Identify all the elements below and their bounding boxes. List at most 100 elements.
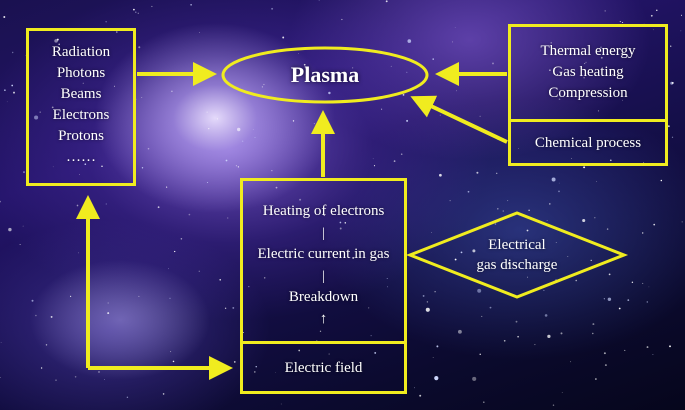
- star: [680, 30, 682, 32]
- star: [23, 171, 25, 174]
- star: [84, 163, 87, 166]
- star: [172, 360, 175, 363]
- star: [22, 225, 24, 227]
- star: [671, 81, 674, 84]
- star: [98, 371, 100, 373]
- star: [606, 228, 609, 230]
- star: [374, 351, 377, 354]
- source-electrons: Electrons: [52, 107, 110, 123]
- star: [496, 172, 498, 174]
- star: [171, 90, 173, 93]
- star: [105, 21, 107, 23]
- plasma-node-outline: [221, 46, 429, 104]
- star: [8, 227, 12, 232]
- star: [292, 120, 295, 122]
- star: [575, 279, 577, 282]
- star: [543, 289, 545, 291]
- star: [74, 376, 77, 378]
- gas-heating-label: Gas heating: [552, 64, 624, 80]
- star: [552, 404, 555, 406]
- star: [631, 281, 634, 283]
- star: [570, 361, 572, 363]
- star: [667, 125, 670, 128]
- star: [585, 61, 587, 63]
- star: [263, 83, 265, 86]
- star: [282, 36, 285, 39]
- star: [261, 86, 263, 88]
- star: [328, 91, 331, 95]
- star: [534, 344, 536, 346]
- star: [162, 393, 165, 395]
- star: [31, 299, 34, 302]
- star: [35, 314, 37, 317]
- star: [502, 210, 505, 212]
- star: [460, 251, 463, 254]
- star: [56, 38, 59, 41]
- star: [381, 108, 383, 110]
- star: [216, 118, 218, 120]
- star: [528, 209, 530, 211]
- star: [660, 179, 663, 182]
- star: [619, 21, 621, 23]
- star: [426, 301, 429, 303]
- star: [219, 279, 221, 281]
- star: [141, 97, 143, 98]
- star: [449, 200, 451, 202]
- star: [414, 387, 415, 389]
- star: [126, 396, 129, 398]
- thermal-energy-label: Thermal energy: [540, 43, 636, 59]
- star: [52, 166, 54, 168]
- star: [298, 349, 301, 352]
- star: [434, 291, 436, 293]
- star: [116, 31, 118, 33]
- star: [642, 282, 644, 284]
- star: [237, 166, 240, 168]
- star: [385, 0, 388, 3]
- discharge-diamond-outline: [405, 211, 629, 299]
- star: [263, 277, 266, 279]
- star: [583, 77, 585, 79]
- star: [352, 256, 355, 259]
- star: [627, 299, 630, 301]
- star: [303, 63, 306, 66]
- star: [50, 315, 53, 318]
- star: [3, 16, 6, 18]
- star: [436, 345, 439, 348]
- star: [237, 127, 241, 132]
- star: [78, 174, 80, 175]
- star: [227, 217, 229, 219]
- star: [341, 18, 343, 21]
- star: [503, 339, 506, 342]
- star: [592, 332, 594, 335]
- star: [352, 67, 354, 69]
- star: [618, 307, 621, 310]
- star: [407, 39, 412, 43]
- star: [454, 258, 457, 261]
- star: [494, 223, 497, 225]
- star: [607, 297, 612, 302]
- star: [406, 119, 409, 122]
- star: [472, 376, 477, 381]
- star: [386, 278, 388, 279]
- star: [555, 242, 557, 243]
- star: [368, 307, 370, 309]
- gas-discharge-node: Electrical gas discharge: [410, 232, 624, 278]
- star: [147, 147, 150, 150]
- star: [406, 71, 408, 73]
- star: [319, 330, 322, 332]
- star: [624, 349, 626, 351]
- source-photons: Photons: [56, 65, 106, 81]
- star: [198, 270, 200, 272]
- star: [656, 9, 658, 12]
- star: [556, 73, 559, 76]
- source-beams: Beams: [60, 86, 102, 102]
- star: [600, 56, 603, 59]
- star: [612, 74, 614, 76]
- star: [558, 98, 561, 100]
- star: [561, 392, 563, 394]
- star: [255, 366, 257, 368]
- star: [419, 394, 422, 397]
- star: [157, 206, 160, 209]
- source-ellipsis: ……: [66, 149, 96, 165]
- star: [299, 198, 302, 201]
